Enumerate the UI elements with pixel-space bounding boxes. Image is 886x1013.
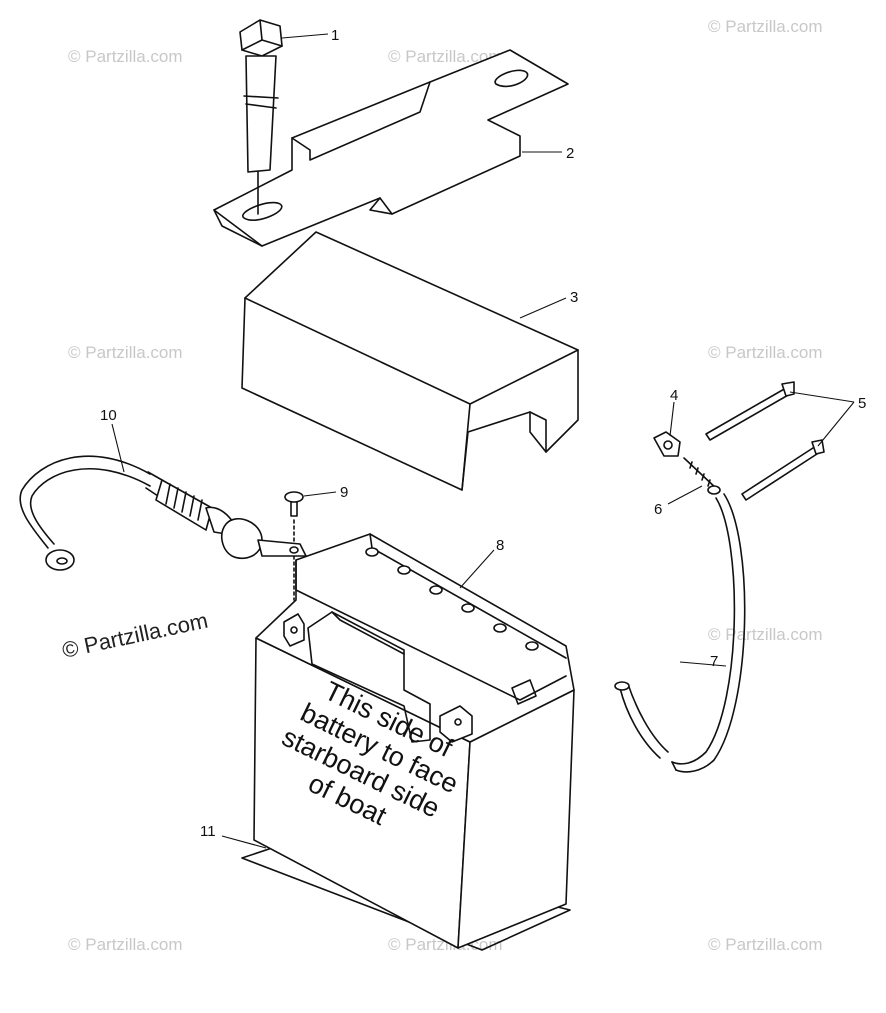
callout-11: 11 xyxy=(200,823,216,840)
part-5-cable-ties xyxy=(705,381,825,501)
watermark: © Partzilla.com xyxy=(708,625,823,644)
callout-1: 1 xyxy=(331,27,339,44)
callout-labels: 1 2 3 4 5 6 7 8 9 10 11 xyxy=(100,27,866,840)
watermark: © Partzilla.com xyxy=(388,47,503,66)
part-6-connector xyxy=(683,457,721,495)
watermark: © Partzilla.com xyxy=(708,343,823,362)
callout-6: 6 xyxy=(654,501,662,518)
part-7-hose xyxy=(614,493,746,773)
watermark: © Partzilla.com xyxy=(68,47,183,66)
watermark: © Partzilla.com xyxy=(68,343,183,362)
watermark: © Partzilla.com xyxy=(68,935,183,954)
leader-lines xyxy=(111,33,855,849)
part-8-battery: This side of battery to face starboard s… xyxy=(253,533,575,949)
callout-7: 7 xyxy=(710,653,718,670)
part-9-screw xyxy=(284,491,304,601)
callout-2: 2 xyxy=(566,145,574,162)
part-4-fitting xyxy=(653,431,681,457)
callout-4: 4 xyxy=(670,387,678,404)
callout-5: 5 xyxy=(858,395,866,412)
watermark-prominent: © Partzilla.com xyxy=(60,608,210,663)
part-1-bolt xyxy=(239,19,283,215)
watermark: © Partzilla.com xyxy=(708,935,823,954)
callout-10: 10 xyxy=(100,407,117,424)
part-10-cable xyxy=(19,455,307,571)
callout-8: 8 xyxy=(496,537,504,554)
part-3-cover xyxy=(241,231,579,491)
part-2-bracket xyxy=(213,49,569,247)
callout-9: 9 xyxy=(340,484,348,501)
watermark: © Partzilla.com xyxy=(708,17,823,36)
callout-3: 3 xyxy=(570,289,578,306)
battery-caps xyxy=(365,547,539,651)
